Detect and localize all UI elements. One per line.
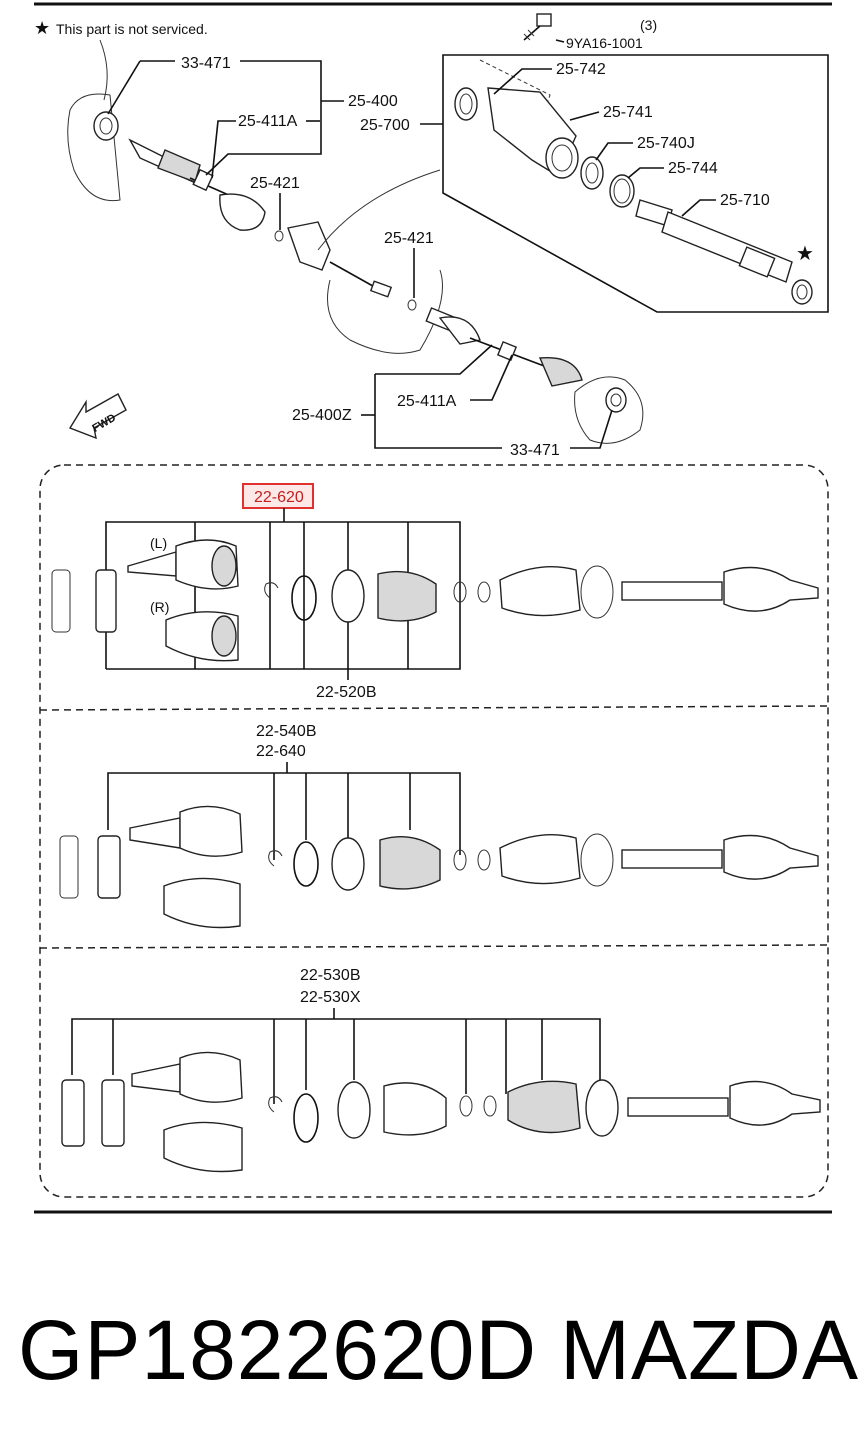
end-oil-seal [791,279,813,305]
label-25-742: 25-742 [556,61,606,78]
label-25-400Z: 25-400Z [292,407,352,424]
footer: GP1822620D MAZDA [0,1300,864,1400]
clip-1 [264,582,279,599]
label-22-620[interactable]: 22-620 [254,489,304,506]
right-oil-seal [605,387,627,413]
mark-right: (R) [150,599,169,615]
not-serviced-star-icon: ★ [34,18,50,38]
circlip-a [274,230,284,242]
shaft-1 [621,581,723,601]
boot-1 [377,570,437,622]
left-knuckle [67,93,121,202]
joint-shaft [661,211,793,283]
label-25-421-b: 25-421 [384,230,434,247]
mark-left: (L) [150,535,167,551]
boot-2 [379,835,441,890]
label-33-471-bottom: 33-471 [510,442,560,459]
label-22-540B: 22-540B [256,723,317,740]
bearing [580,156,604,190]
right-knuckle [574,376,644,444]
kit-row-1: 22-620 (L) (R) [51,483,819,701]
grease-tube-outline [51,569,71,633]
diff-housing-joint [287,221,331,271]
label-25-700: 25-700 [360,117,410,134]
upper-driveshaft-assembly: 33-471 25-400 25-411A 25-700 25-421 25-4… [67,39,644,459]
outer-joint [157,149,201,183]
small-band-1 [453,581,467,603]
part-number: GP1822620D [18,1303,538,1397]
bolt-icon [523,13,552,41]
outer-boot-1 [499,565,581,617]
bolt-qty: (3) [640,17,657,33]
kit-row-2: 22-540B 22-640 [59,723,819,929]
tripod-housing-2a [179,805,243,857]
label-22-640: 22-640 [256,743,306,760]
label-22-520B: 22-520B [316,684,377,701]
label-25-741: 25-741 [603,104,653,121]
label-25-710: 25-710 [720,192,770,209]
transaxle-sketch [327,269,443,354]
outer-joint-1 [723,566,819,612]
label-22-530B: 22-530B [300,967,361,984]
tripod-shaft [127,551,177,577]
label-25-744: 25-744 [668,160,718,177]
kit-row-3: 22-530B 22-530X [61,967,821,1173]
highlight-22-620[interactable] [242,483,314,509]
bolt-code: 9YA16-1001 [566,35,643,51]
joint-shaft-inset: (3) 9YA16-1001 ★ 25-742 25-741 25-740J 2… [442,13,829,313]
left-oil-seal [93,111,119,141]
label-25-411A-top: 25-411A [238,113,298,130]
label-25-411A-bottom: 25-411A [397,393,457,410]
tripod-housing-2b [163,877,241,929]
label-33-471-top: 33-471 [181,55,231,72]
ring-1 [291,575,317,621]
label-25-421-a: 25-421 [250,175,300,192]
inner-boot [219,193,266,231]
grease-tube [95,569,117,633]
label-25-740J: 25-740J [637,135,695,152]
repair-kit-panel: 22-620 (L) (R) [39,464,829,1198]
kit-outline [39,464,829,1198]
not-serviced-note: This part is not serviced. [56,21,208,37]
dust-seal [454,87,478,121]
brand-name: MAZDA [560,1303,859,1397]
label-25-400: 25-400 [348,93,398,110]
band-1 [331,569,365,623]
inset-box [442,54,829,313]
label-22-530X: 22-530X [300,989,361,1006]
circlip-b [407,299,417,311]
grease-tube-2 [97,835,121,899]
end-seal-star-icon: ★ [796,243,814,265]
fwd-arrow-icon: FWD [68,393,127,440]
